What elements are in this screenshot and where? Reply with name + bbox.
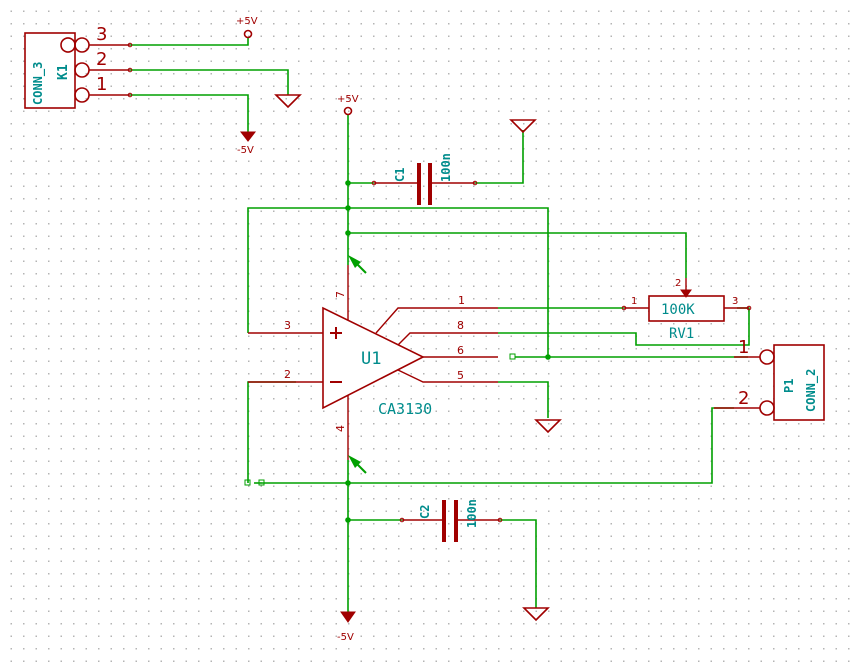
ground-icon — [522, 607, 550, 622]
wire-c2-right — [500, 519, 537, 608]
c1-pin-end — [472, 180, 478, 186]
u1-pin-number-4: 4 — [334, 425, 347, 432]
junction-dot — [545, 354, 551, 360]
p1-pin1-number: 1 — [738, 337, 749, 358]
p1-body — [773, 344, 825, 421]
u1-pin-number-2: 2 — [284, 368, 291, 381]
u1-pin-number-3: 3 — [284, 319, 291, 332]
connector-k1[interactable]: 3 2 1 CONN_3 K1 — [24, 24, 133, 109]
junction-dot — [345, 230, 351, 236]
k1-pin1-number: 1 — [96, 74, 107, 95]
rv1-pin-end — [621, 305, 627, 311]
k1-pin2-number: 2 — [96, 49, 107, 70]
k1-body — [24, 32, 76, 109]
opamp-u1[interactable]: 3 2 1 8 6 5 7 4 U1 CA3130 — [248, 265, 498, 460]
vneg-symbol — [340, 611, 356, 623]
u1-pin-number-6: 6 — [457, 344, 464, 357]
u1-pin-number-1: 1 — [458, 294, 465, 307]
k1-pin1-end — [127, 92, 133, 98]
k1-pin2-end — [127, 67, 133, 73]
junction-dot — [345, 205, 351, 211]
c1-pin-end — [371, 180, 377, 186]
vpos-label-k1: +5V — [236, 16, 258, 27]
power-flag-icon — [348, 455, 367, 474]
wire-k1-pin3-to-5v — [130, 38, 249, 46]
capacitor-c2[interactable]: C2 100n — [399, 499, 503, 542]
rv1-pin3-number: 3 — [732, 296, 738, 307]
rv1-pin-end — [746, 305, 752, 311]
u1-triangle — [322, 306, 425, 410]
u1-ref-label: U1 — [361, 349, 381, 369]
power-flags — [348, 255, 367, 474]
wire-inv-input — [247, 381, 296, 483]
wire-feedback-loop — [247, 207, 549, 357]
junctions — [345, 180, 551, 523]
k1-pin1-circle — [74, 87, 90, 103]
junction-dot — [345, 180, 351, 186]
vpos-symbol — [343, 106, 353, 116]
c2-pin-end — [497, 517, 503, 523]
u1-pin8-lead — [397, 332, 498, 346]
wires — [130, 38, 750, 612]
k1-pin2-circle — [74, 62, 90, 78]
junction-dot — [345, 480, 351, 486]
u1-value-label: CA3130 — [378, 400, 432, 418]
rv1-pin2-number: 2 — [675, 278, 681, 289]
power-flag-icon — [348, 255, 367, 274]
ground-icon — [274, 94, 302, 109]
rv1-pin1-number: 1 — [631, 296, 637, 307]
k1-pin3-circle — [74, 37, 90, 53]
p1-ref-label: P1 — [782, 379, 796, 393]
u1-pin1-lead — [375, 307, 498, 334]
rv1-value-label: 100K — [661, 302, 695, 318]
pin-square — [509, 353, 516, 360]
potentiometer-rv1[interactable]: 1 2 3 100K RV1 — [621, 278, 752, 342]
vneg-label-rail: -5V — [337, 632, 354, 643]
connector-p1[interactable]: 1 2 P1 CONN_2 — [714, 337, 825, 421]
k1-value-label: CONN_3 — [31, 62, 46, 105]
c2-pin-end — [399, 517, 405, 523]
k1-ref-label: K1 — [56, 64, 71, 80]
u1-pin-number-5: 5 — [457, 369, 464, 382]
capacitor-c1[interactable]: C1 100n — [371, 153, 478, 205]
p1-pin2-number: 2 — [738, 388, 749, 409]
k1-pin3-end — [127, 42, 133, 48]
u1-pin-number-8: 8 — [457, 319, 464, 332]
wire-rv1-wiper — [348, 232, 687, 278]
p1-value-label: CONN_2 — [804, 369, 819, 412]
vpos-label-rail: +5V — [337, 94, 359, 105]
vneg-label-k1: -5V — [237, 145, 254, 156]
wire-p1-pin2 — [262, 407, 734, 484]
p1-pin2-circle — [759, 400, 775, 416]
vneg-symbol — [239, 131, 257, 142]
c2-ref-label: C2 — [418, 505, 432, 519]
c2-value-label: 100n — [465, 499, 479, 528]
wire-pin5-to-gnd — [498, 381, 549, 418]
k1-pin-circle — [60, 37, 76, 53]
pin-squares — [244, 353, 516, 486]
pin-square — [258, 479, 265, 486]
rv1-wiper-arrow — [680, 289, 692, 298]
ground-icon — [534, 419, 562, 434]
vpos-symbol — [243, 29, 253, 39]
c1-value-label: 100n — [439, 153, 453, 182]
ground-icon — [509, 119, 537, 134]
rv1-ref-label: RV1 — [669, 326, 694, 342]
pin-square — [244, 479, 251, 486]
wire-c1-right — [475, 130, 524, 184]
k1-pin3-number: 3 — [96, 24, 107, 45]
power-symbols: +5V -5V +5V -5V — [236, 16, 562, 643]
junction-dot — [345, 517, 351, 523]
wire-k1-pin1-to-neg5v — [130, 94, 249, 132]
u1-pin-number-7: 7 — [334, 291, 347, 298]
u1-pin5-lead — [397, 369, 498, 383]
c1-ref-label: C1 — [393, 168, 407, 182]
wire-k1-pin2-to-gnd — [130, 69, 289, 95]
p1-pin1-circle — [759, 349, 775, 365]
